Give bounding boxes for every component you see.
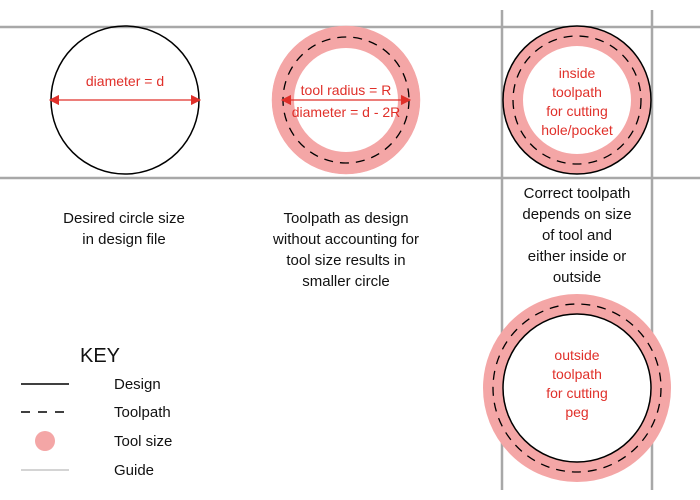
design-caption-line2: in design file [82, 231, 165, 248]
toolpath-caption-line4: smaller circle [302, 273, 390, 290]
inside-toolpath-group: inside toolpath for cutting hole/pocket [502, 25, 652, 175]
inside-toolpath-dashed [512, 35, 642, 165]
key-label-tool-size: Tool size [114, 433, 172, 450]
key-label-design: Design [114, 376, 161, 393]
key-legend: KEY Design Toolpath Tool size Guide [21, 345, 172, 479]
tool-radius-label: tool radius = R [301, 82, 392, 98]
toolpath-caption: Toolpath as design without accounting fo… [272, 210, 419, 290]
correct-caption: Correct toolpath depends on size of tool… [522, 185, 631, 286]
toolpath-caption-line3: tool size results in [286, 252, 405, 269]
reduced-diameter-label: diameter = d - 2R [292, 104, 401, 120]
inside-design-circle [502, 25, 652, 175]
key-label-toolpath: Toolpath [114, 404, 171, 421]
outside-label-line4: peg [565, 404, 588, 420]
design-circle-outline [271, 25, 421, 175]
outside-toolpath-dashed [492, 303, 662, 473]
correct-caption-line3: of tool and [542, 227, 612, 244]
design-circle-group: diameter = d [48, 25, 202, 175]
inside-label-line2: toolpath [552, 84, 602, 100]
correct-caption-line4: either inside or [528, 248, 626, 265]
toolpath-circle-group: tool radius = R diameter = d - 2R [271, 25, 421, 175]
outside-label-line3: for cutting [546, 385, 607, 401]
toolpath-caption-line2: without accounting for [272, 231, 419, 248]
outside-label-line2: toolpath [552, 366, 602, 382]
key-title: KEY [80, 345, 120, 367]
inside-label-line3: for cutting [546, 103, 607, 119]
correct-caption-line5: outside [553, 269, 601, 286]
pink-dot-icon [35, 431, 55, 451]
key-label-guide: Guide [114, 462, 154, 479]
design-caption: Desired circle size in design file [63, 210, 185, 248]
outside-toolpath-group: outside toolpath for cutting peg [483, 294, 671, 482]
outside-design-circle [502, 313, 652, 463]
diameter-label: diameter = d [86, 73, 164, 89]
toolpath-caption-line1: Toolpath as design [283, 210, 408, 227]
inside-label-line4: hole/pocket [541, 122, 613, 138]
correct-caption-line2: depends on size [522, 206, 631, 223]
design-caption-line1: Desired circle size [63, 210, 185, 227]
inside-label-line1: inside [559, 65, 596, 81]
outside-label-line1: outside [554, 347, 599, 363]
correct-caption-line1: Correct toolpath [524, 185, 631, 202]
